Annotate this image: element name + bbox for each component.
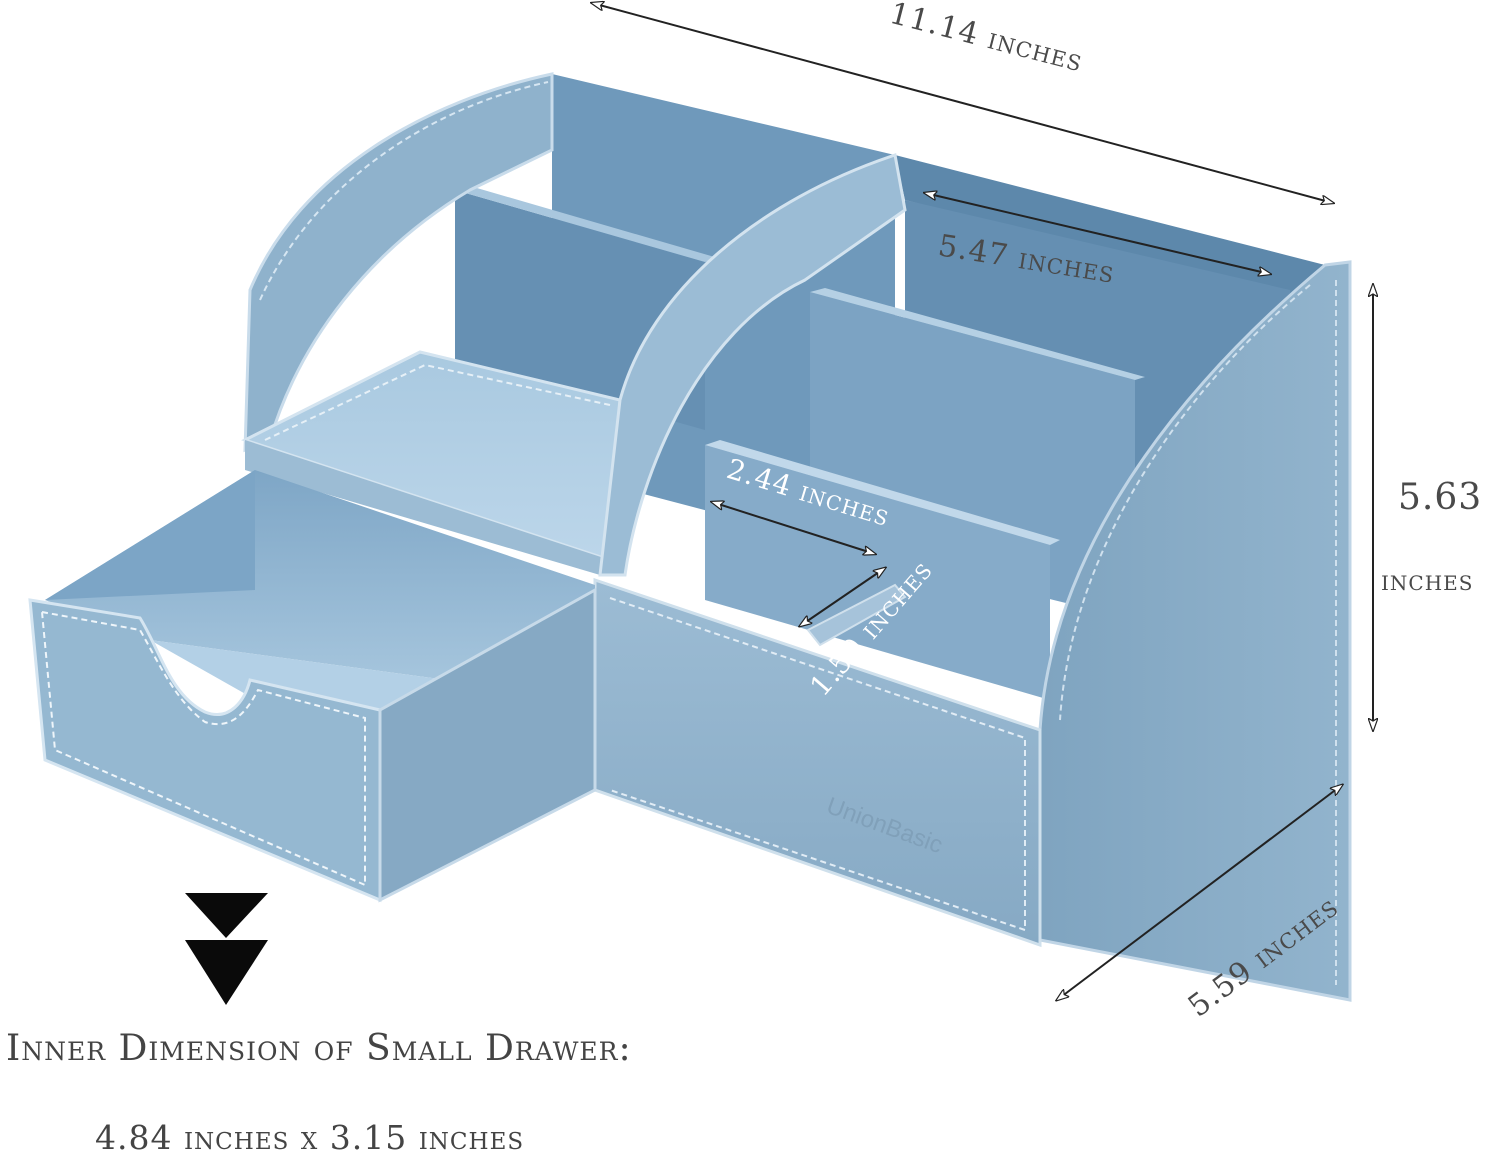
depth-arrow <box>1057 785 1342 1000</box>
slot-width-arrow <box>712 502 875 554</box>
drawer-side <box>378 587 597 903</box>
drawer-caption-size: 4.84 inches x 3.15 inches <box>95 1118 525 1157</box>
dimension-lines <box>592 3 1373 1000</box>
length-label: 11.14 inches <box>886 0 1087 79</box>
compartment-width-arrow <box>925 193 1270 274</box>
desk-organizer: UnionBasic <box>28 72 1352 1002</box>
length-arrow <box>592 3 1333 203</box>
drawer-front <box>28 598 382 903</box>
center-curved-divider <box>598 153 907 577</box>
height-value-label: 5.63 <box>1398 477 1482 518</box>
slot-depth-arrow <box>800 568 885 626</box>
double-down-arrow-icon <box>185 893 268 1005</box>
drawer-caption-title: Inner Dimension of Small Drawer: <box>6 1028 632 1069</box>
height-unit-label: inches <box>1381 564 1473 597</box>
